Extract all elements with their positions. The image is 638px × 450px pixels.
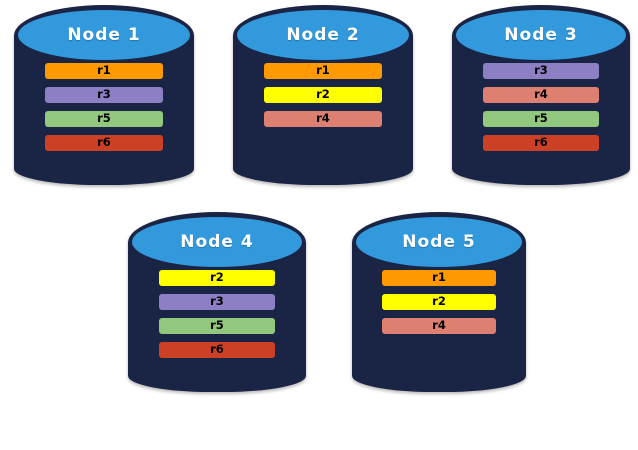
database-node-2[interactable]: Node 2 r1 r2 r4 <box>233 5 413 185</box>
cylinder-top-ellipse: Node 1 <box>16 7 192 62</box>
row-bar-r5[interactable]: r5 <box>45 111 163 127</box>
database-node-1[interactable]: Node 1 r1 r3 r5 r6 <box>14 5 194 185</box>
row-bar-r1[interactable]: r1 <box>264 63 382 79</box>
row-list: r2 r3 r5 r6 <box>128 212 306 450</box>
database-node-5[interactable]: Node 5 r1 r2 r4 <box>352 212 526 392</box>
row-list: r1 r2 r4 <box>352 212 526 450</box>
row-bar-r3[interactable]: r3 <box>45 87 163 103</box>
row-bar-r4[interactable]: r4 <box>382 318 496 334</box>
node-title: Node 3 <box>504 24 578 45</box>
row-bar-r6[interactable]: r6 <box>482 135 600 151</box>
database-node-3[interactable]: Node 3 r3 r4 r5 r6 <box>452 5 630 185</box>
row-bar-r2[interactable]: r2 <box>382 294 496 310</box>
row-bar-r6[interactable]: r6 <box>158 342 276 358</box>
row-list: r1 r2 r4 <box>233 5 413 243</box>
node-title: Node 1 <box>67 24 141 45</box>
cylinder-top-ellipse: Node 3 <box>454 7 628 62</box>
row-list: r1 r3 r5 r6 <box>14 5 194 243</box>
row-list: r3 r4 r5 r6 <box>452 5 630 243</box>
row-bar-r1[interactable]: r1 <box>382 270 496 286</box>
node-title: Node 2 <box>286 24 360 45</box>
cylinder-top-ellipse: Node 4 <box>130 214 304 269</box>
row-bar-r6[interactable]: r6 <box>45 135 163 151</box>
row-bar-r5[interactable]: r5 <box>482 111 600 127</box>
node-title: Node 4 <box>180 231 254 252</box>
row-bar-r3[interactable]: r3 <box>482 63 600 79</box>
node-title: Node 5 <box>402 231 476 252</box>
row-bar-r4[interactable]: r4 <box>482 87 600 103</box>
node-replication-diagram: Node 1 r1 r3 r5 r6 Node 2 r1 r2 r4 Node 3 r3 r4 r5 r6… <box>14 5 630 392</box>
row-bar-r2[interactable]: r2 <box>158 270 276 286</box>
database-node-4[interactable]: Node 4 r2 r3 r5 r6 <box>128 212 306 392</box>
row-bar-r2[interactable]: r2 <box>264 87 382 103</box>
cylinder-top-ellipse: Node 2 <box>235 7 411 62</box>
row-bar-r4[interactable]: r4 <box>264 111 382 127</box>
row-bar-r5[interactable]: r5 <box>158 318 276 334</box>
row-bar-r1[interactable]: r1 <box>45 63 163 79</box>
cylinder-top-ellipse: Node 5 <box>354 214 524 269</box>
row-bar-r3[interactable]: r3 <box>158 294 276 310</box>
